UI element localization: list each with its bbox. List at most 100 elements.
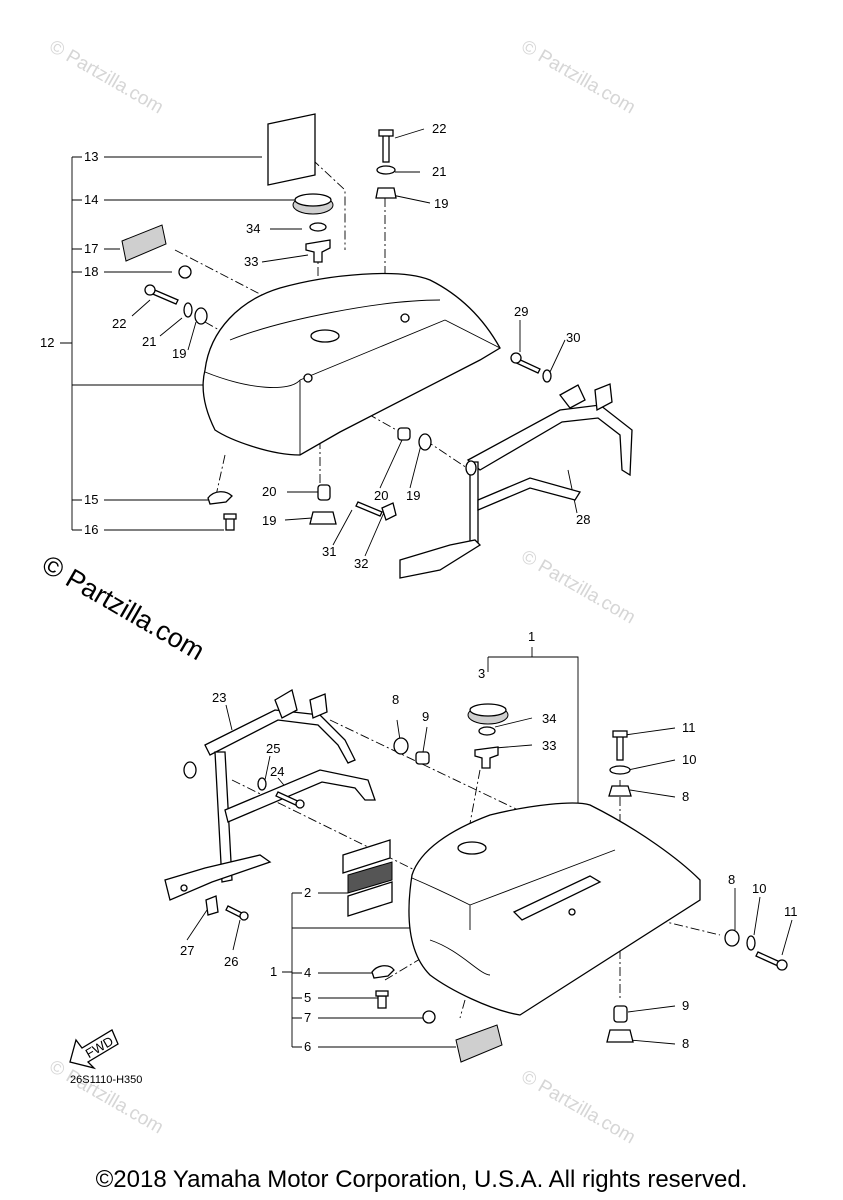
callout-17: 17 bbox=[84, 241, 98, 256]
callout-16: 16 bbox=[84, 522, 98, 537]
callout-13: 13 bbox=[84, 149, 98, 164]
washer-30 bbox=[542, 369, 552, 383]
label-2-middle bbox=[347, 861, 393, 894]
saddlebag-right-1 bbox=[408, 802, 701, 1016]
callout-33-lower: 33 bbox=[542, 738, 556, 753]
stay-28 bbox=[466, 404, 633, 477]
label-2-top bbox=[342, 839, 391, 874]
callout-14: 14 bbox=[84, 192, 98, 207]
holder-15 bbox=[207, 491, 233, 505]
grommet-19-left bbox=[194, 307, 208, 325]
plate-32 bbox=[381, 502, 397, 521]
callout-34-lower: 34 bbox=[542, 711, 556, 726]
grommet-19-mid bbox=[418, 433, 432, 451]
nut-7 bbox=[422, 1010, 436, 1024]
collar-9-bottom bbox=[613, 1005, 628, 1023]
watermark-2: © Partzilla.com bbox=[518, 36, 639, 118]
washer-21-left bbox=[183, 302, 193, 318]
callout-20-mid: 20 bbox=[374, 488, 388, 503]
o-ring-34 bbox=[309, 222, 327, 232]
washer-25 bbox=[257, 777, 267, 791]
callout-9-bottom: 9 bbox=[682, 998, 689, 1013]
watermark-3: © Partzilla.com bbox=[518, 546, 639, 628]
label-2-bottom bbox=[347, 881, 393, 917]
screw-5 bbox=[377, 995, 387, 1009]
callout-34-upper: 34 bbox=[246, 221, 260, 236]
reflector-17 bbox=[121, 224, 167, 262]
callout-10-right: 10 bbox=[752, 881, 766, 896]
callout-12: 12 bbox=[40, 335, 54, 350]
grommet-8-left bbox=[393, 737, 409, 755]
watermark-4: © Partzilla.com bbox=[518, 1066, 639, 1148]
callout-8-left: 8 bbox=[392, 692, 399, 707]
callout-27: 27 bbox=[180, 943, 194, 958]
callout-29: 29 bbox=[514, 304, 528, 319]
bracket-1-top bbox=[487, 647, 579, 815]
callout-26: 26 bbox=[224, 954, 238, 969]
callout-6: 6 bbox=[304, 1039, 311, 1054]
callouts: 13 14 17 18 12 15 16 34 33 22 21 19 22 2… bbox=[40, 121, 798, 1054]
callout-18: 18 bbox=[84, 264, 98, 279]
o-ring-34-lower bbox=[478, 726, 496, 736]
holder-4 bbox=[371, 965, 395, 979]
callout-11-right: 11 bbox=[784, 904, 798, 919]
nut-18 bbox=[178, 265, 192, 279]
callout-19-top: 19 bbox=[434, 196, 448, 211]
callout-4: 4 bbox=[304, 965, 311, 980]
callout-24: 24 bbox=[270, 764, 284, 779]
callout-32: 32 bbox=[354, 556, 368, 571]
grommet-8-bottom bbox=[606, 1029, 634, 1043]
washer-10-right bbox=[746, 935, 756, 951]
callout-2: 2 bbox=[304, 885, 311, 900]
watermark-5: © Partzilla.com bbox=[46, 1056, 167, 1138]
callout-19-bottom: 19 bbox=[262, 513, 276, 528]
callout-30: 30 bbox=[566, 330, 580, 345]
lock-33-lower bbox=[474, 746, 499, 769]
callout-19-mid: 19 bbox=[406, 488, 420, 503]
screw-16 bbox=[225, 517, 235, 531]
lock-33 bbox=[305, 239, 331, 263]
callout-22-upper: 22 bbox=[432, 121, 446, 136]
watermark-main: © Partzilla.com bbox=[37, 549, 210, 666]
collar-20-mid bbox=[397, 427, 411, 441]
callout-21-left: 21 bbox=[142, 334, 156, 349]
lower-assembly: FWD bbox=[69, 647, 793, 1070]
callout-20-bottom: 20 bbox=[262, 484, 276, 499]
cap-opening-upper bbox=[310, 329, 340, 343]
copyright-footer: ©2018 Yamaha Motor Corporation, U.S.A. A… bbox=[95, 1166, 748, 1193]
leaders-lower bbox=[186, 704, 793, 1048]
upper-assembly bbox=[60, 113, 633, 579]
callout-9-left: 9 bbox=[422, 709, 429, 724]
callout-8-bottom: 8 bbox=[682, 1036, 689, 1051]
callout-23: 23 bbox=[212, 690, 226, 705]
bolt-11-right bbox=[755, 951, 781, 967]
grommet-8-top bbox=[608, 785, 632, 797]
callout-21-upper: 21 bbox=[432, 164, 446, 179]
plate-27 bbox=[205, 895, 219, 916]
callout-25: 25 bbox=[266, 741, 280, 756]
washer-10-top bbox=[609, 765, 631, 775]
label-sticker-13 bbox=[267, 113, 316, 186]
callout-19-left: 19 bbox=[172, 346, 186, 361]
callout-1-top: 1 bbox=[528, 629, 535, 644]
bolt-11-top bbox=[616, 735, 624, 761]
callout-5: 5 bbox=[304, 990, 311, 1005]
callout-7: 7 bbox=[304, 1010, 311, 1025]
callout-3: 3 bbox=[478, 666, 485, 681]
bolt-22-top bbox=[382, 133, 390, 163]
bracket-1-bottom bbox=[282, 892, 410, 1048]
grommet-8-right bbox=[724, 929, 740, 947]
bolt-31 bbox=[355, 501, 383, 517]
callout-33-upper: 33 bbox=[244, 254, 258, 269]
callout-8-right: 8 bbox=[728, 872, 735, 887]
callout-10-top: 10 bbox=[682, 752, 696, 767]
callout-8-top: 8 bbox=[682, 789, 689, 804]
diagram-code: 26S1110-H350 bbox=[70, 1074, 143, 1086]
grommet-19-top bbox=[375, 187, 397, 199]
cap-opening-lower bbox=[457, 841, 487, 855]
callout-31: 31 bbox=[322, 544, 336, 559]
stay-23 bbox=[204, 709, 356, 764]
saddlebag-left-12 bbox=[202, 272, 501, 456]
watermark-1: © Partzilla.com bbox=[46, 36, 167, 118]
